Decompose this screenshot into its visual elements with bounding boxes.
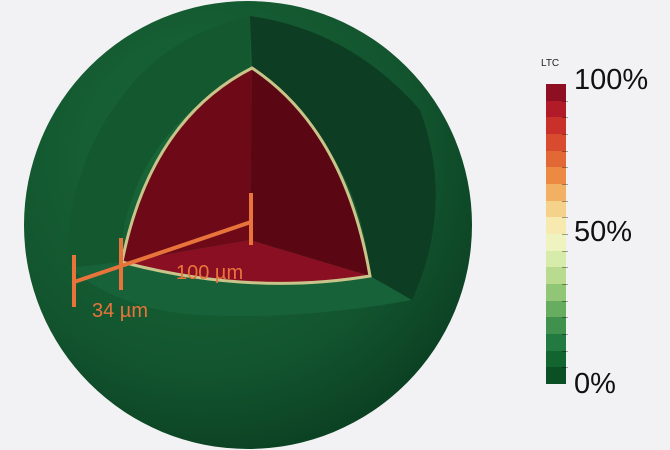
colorbar-swatch [546, 250, 566, 268]
colorbar-swatch [546, 300, 566, 318]
colorbar-tick-50: 50% [574, 216, 633, 248]
colorbar-minor-tick [562, 100, 568, 102]
colorbar-swatch [546, 150, 566, 168]
colorbar-minor-tick [562, 350, 568, 352]
colorbar-minor-tick [562, 317, 568, 319]
radius-line [73, 220, 252, 284]
colorbar-swatch [546, 167, 566, 185]
colorbar-swatch [546, 200, 566, 218]
colorbar-minor-tick [562, 184, 568, 185]
colorbar-swatch [546, 284, 566, 302]
shell-cut-wall-left [68, 16, 250, 268]
colorbar-tick-0: 0% [574, 368, 616, 400]
colorbar-swatch [546, 134, 566, 152]
core-cut-border [120, 66, 372, 285]
colorbar-swatch [546, 267, 566, 285]
colorbar-swatch [546, 334, 566, 352]
colorbar-minor-tick [562, 334, 568, 335]
colorbar-swatch [546, 234, 566, 252]
colorbar-minor-tick [562, 300, 568, 302]
shell-cut-floor [70, 262, 412, 316]
colorbar-title: LTC [541, 58, 560, 69]
colorbar-swatch [546, 217, 566, 235]
colorbar-swatch [546, 350, 566, 368]
colorbar-minor-tick [562, 234, 568, 235]
colorbar-swatch [546, 367, 566, 385]
colorbar-minor-tick [562, 217, 568, 219]
core-cut-right [250, 68, 370, 276]
shell-cut-wall-right [250, 16, 436, 300]
colorbar-swatch [546, 100, 566, 118]
colorbar-minor-tick [562, 367, 568, 369]
core-cut-floor [122, 240, 370, 284]
colorbar-minor-tick [562, 284, 568, 285]
colorbar-swatch [546, 84, 566, 102]
colorbar-tick-100: 100% [574, 64, 649, 96]
colorbar-minor-tick [562, 250, 568, 252]
colorbar-minor-tick [562, 200, 568, 202]
shell-thickness-label: 34 µm [92, 300, 148, 322]
measure-bars [72, 193, 253, 307]
colorbar-swatch [546, 117, 566, 135]
colorbar [546, 84, 568, 385]
colorbar-minor-tick [562, 134, 568, 135]
core-cut-left [122, 68, 252, 262]
colorbar-minor-tick [562, 167, 568, 169]
core-radius-label: 100 µm [176, 262, 244, 284]
colorbar-swatch [546, 317, 566, 335]
colorbar-minor-tick [562, 267, 568, 269]
colorbar-minor-tick [562, 117, 568, 119]
colorbar-minor-tick [562, 150, 568, 152]
colorbar-swatch [546, 184, 566, 202]
